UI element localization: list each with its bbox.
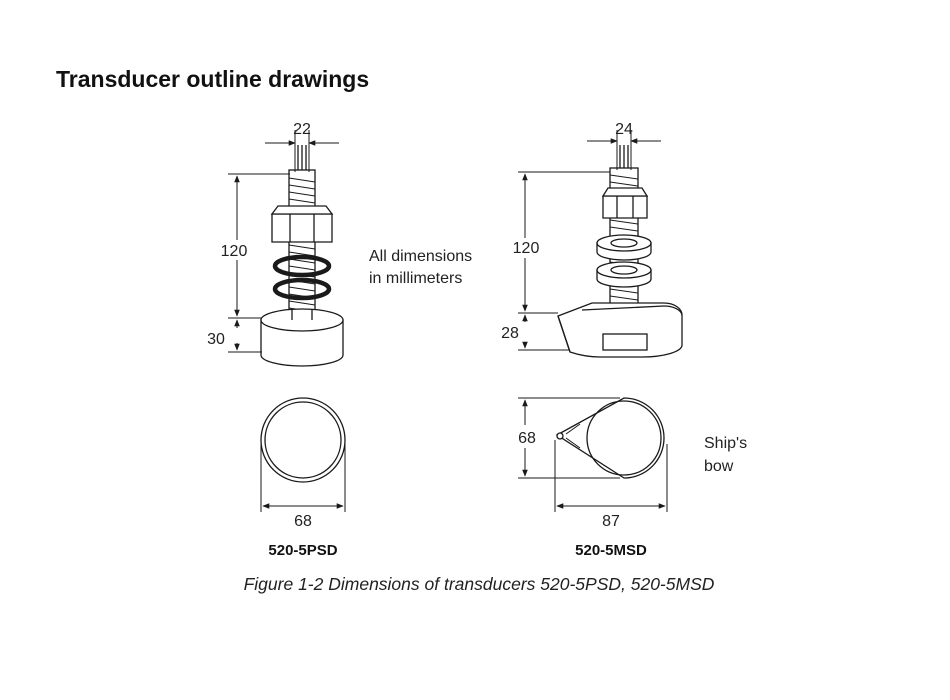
psd-dimension-lines [228,130,339,353]
psd-diameter-dimension [260,444,346,512]
psd-thread-dimension: 22 [293,121,311,138]
msd-length-dimension: 87 [602,513,620,530]
psd-base-dimension: 30 [207,331,225,348]
psd-bottom-view [260,397,346,483]
ships-bow-label-line1: Ship's [704,435,747,452]
msd-width-dimension: 68 [518,430,536,447]
msd-thread-dimension: 24 [615,121,633,138]
psd-side-view [260,145,344,367]
psd-diameter-dimension-label: 68 [294,513,312,530]
msd-base-dimension: 28 [501,325,519,342]
ships-bow-label-line2: bow [704,458,734,475]
msd-height-dimension: 120 [513,240,540,257]
figure-caption: Figure 1-2 Dimensions of transducers 520… [244,574,715,594]
msd-side-view [557,145,683,358]
msd-bottom-dimension-lines [518,397,668,512]
page-title: Transducer outline drawings [56,66,370,92]
msd-dimension-lines [518,130,661,351]
psd-height-dimension: 120 [221,243,248,260]
msd-bottom-view [555,397,665,479]
units-note-line1: All dimensions [369,248,472,265]
psd-model-label: 520-5PSD [268,542,337,559]
msd-model-label: 520-5MSD [575,542,647,559]
units-note-line2: in millimeters [369,270,462,287]
